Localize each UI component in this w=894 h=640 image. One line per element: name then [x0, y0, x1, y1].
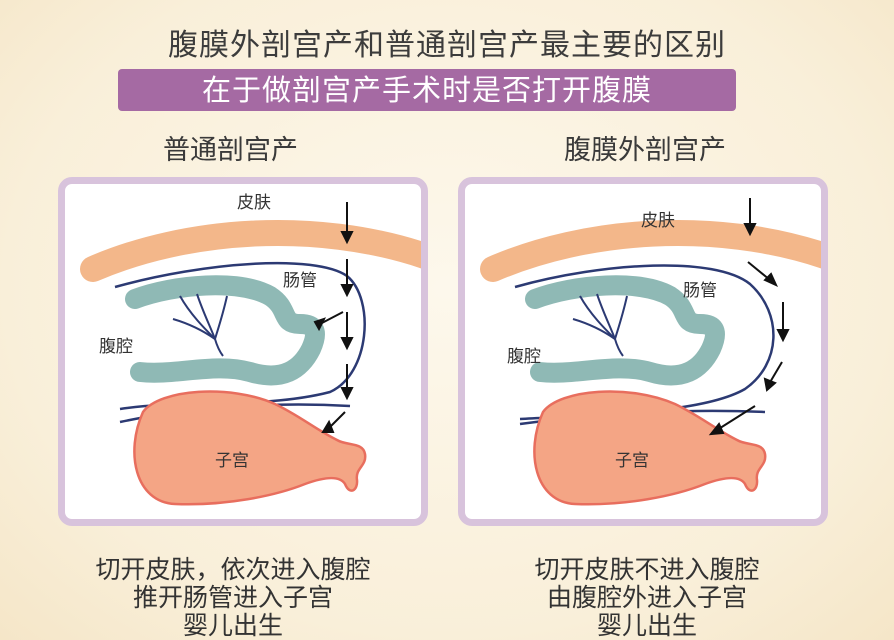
page-title: 腹膜外剖宫产和普通剖宫产最主要的区别 [168, 28, 726, 63]
subtitle-banner: 在于做剖宫产手术时是否打开腹膜 [118, 69, 736, 111]
skin-layer [80, 219, 421, 282]
left-caption: 切开皮肤，依次进入腹腔 推开肠管进入子宫 婴儿出生 [23, 556, 443, 640]
right-caption: 切开皮肤不进入腹腔 由腹腔外进入子宫 婴儿出生 [437, 556, 857, 640]
uterus-label: 子宫 [215, 451, 249, 471]
right-caption-line: 切开皮肤不进入腹腔 [534, 555, 760, 584]
cavity-label: 腹腔 [507, 347, 541, 367]
intestine [125, 275, 325, 386]
right-panel-heading: 腹膜外剖宫产 [564, 135, 726, 166]
uterus [533, 390, 767, 506]
left-caption-line: 婴儿出生 [182, 611, 283, 640]
cavity-label: 腹腔 [99, 337, 133, 357]
left-caption-line: 推开肠管进入子宫 [132, 583, 333, 612]
right-caption-line: 由腹腔外进入子宫 [546, 583, 747, 612]
left-anatomy-diagram [80, 202, 421, 506]
uterus [133, 390, 367, 506]
skin-layer [480, 219, 821, 282]
left-diagram-panel: 皮肤 肠管 腹腔 子宫 [58, 177, 428, 526]
intestine-label: 肠管 [283, 271, 317, 291]
right-anatomy-diagram [480, 198, 821, 506]
uterus-label: 子宫 [615, 451, 649, 471]
left-panel-heading: 普通剖宫产 [163, 135, 298, 166]
incision-arrows [313, 202, 354, 433]
mesentery-lines [172, 293, 228, 357]
mesentery-lines [572, 293, 628, 357]
incision-arrows [708, 198, 790, 436]
right-diagram-panel: 皮肤 肠管 腹腔 子宫 [458, 177, 828, 526]
left-caption-line: 切开皮肤，依次进入腹腔 [95, 555, 371, 584]
right-caption-line: 婴儿出生 [596, 611, 697, 640]
skin-label: 皮肤 [237, 193, 271, 213]
intestine-label: 肠管 [683, 281, 717, 301]
intestine [525, 275, 725, 386]
skin-label: 皮肤 [641, 211, 675, 231]
